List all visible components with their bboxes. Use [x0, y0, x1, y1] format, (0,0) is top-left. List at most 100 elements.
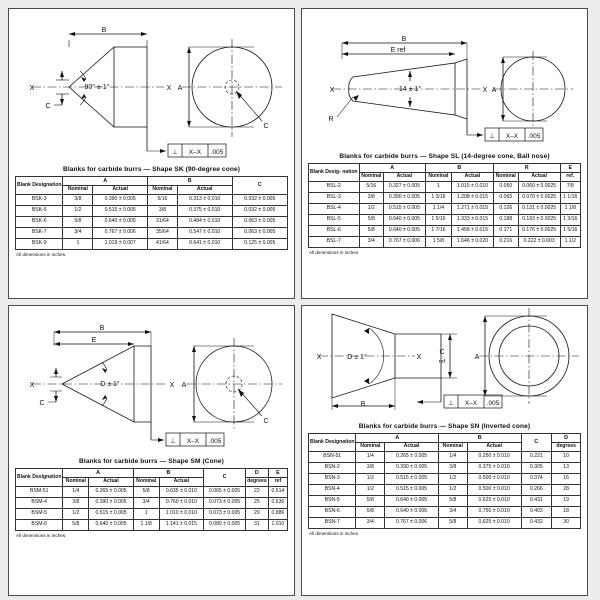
cell-a-actual: 0.515 ± 0.005 — [384, 484, 439, 497]
cell-b-nominal: 1/4 — [437, 451, 468, 464]
cell-e-ref: 0.886 — [267, 508, 289, 521]
cell-b-actual: 0.750 ± 0.010 — [466, 506, 522, 519]
cell-designation: BSM-6 — [14, 519, 64, 532]
cell-b-nominal: 3/8 — [437, 462, 468, 475]
fcf-symbol: ⊥ — [172, 149, 178, 156]
cell-a-actual: 0.640 ± 0.005 — [88, 519, 134, 532]
cell-c: 0.073 ± 0.005 — [203, 497, 246, 510]
dim-label-r: R — [328, 116, 333, 123]
cell-d-degrees: 18 — [551, 506, 581, 519]
cell-b-nominal: 3/4 — [132, 497, 160, 510]
cell-e-ref: 1 1/2 — [559, 236, 581, 249]
th-blank-designation: Blank Desig- nation — [308, 162, 360, 183]
cell-r-actual: 0.176 ± 0.0025 — [517, 225, 561, 238]
dim-label-c-ref: ref — [439, 359, 446, 365]
cell-a-actual: 0.390 ± 0.005 — [384, 462, 439, 475]
dim-label-a: A — [178, 85, 183, 92]
cell-a-nominal: 5/8 — [355, 495, 386, 508]
panel-caption-sm: Blanks for carbide burrs — Shape SM (Con… — [79, 458, 224, 465]
cell-a-nominal: 3/4 — [62, 227, 94, 240]
cell-b-actual: 0.635 ± 0.010 — [158, 486, 205, 499]
th-group-e: E — [267, 467, 289, 479]
cell-a-actual: 0.390 ± 0.005 — [383, 192, 426, 205]
table-wrap-sm: Blank Designation A B C D E Nominal Actu… — [9, 467, 294, 532]
th-group-c: C — [203, 467, 246, 488]
cell-r-nominal: 0.171 — [492, 225, 519, 238]
cell-a-actual: 0.390 ± 0.005 — [92, 194, 148, 207]
th-group-c: C — [231, 175, 289, 196]
th-a-nominal: Nominal — [358, 172, 385, 183]
cell-b-nominal: 1 1/4 — [424, 203, 453, 216]
axis-label-left: X — [330, 87, 335, 94]
cell-designation: BSK-7 — [14, 227, 64, 240]
cell-designation: BSN-2 — [307, 462, 357, 475]
th-group-b: B — [146, 175, 233, 187]
figure-shape-sn: B A C ref X X D ± 1° ⊥ — [302, 306, 587, 421]
cell-r-nominal: 0.216 — [492, 236, 519, 249]
cell-d-degrees: 19 — [551, 495, 581, 508]
drawing-sl: B E ref A R X X 14 ± 1° ⊥ — [328, 36, 573, 142]
th-b-nominal: Nominal — [146, 185, 178, 196]
fcf-tolerance: .005 — [211, 149, 224, 156]
th-r-nominal: Nominal — [492, 172, 519, 183]
cell-c: 0.403 — [520, 506, 553, 519]
figure-shape-sk: B A C X X 90° ± 1° C ⊥ — [9, 9, 294, 164]
cell-a-actual: 1.019 ± 0.007 — [92, 238, 148, 251]
cell-c: 0.305 — [520, 462, 553, 475]
drawing-sk: B A C X X 90° ± 1° C ⊥ — [30, 27, 282, 158]
cell-designation: BSN-6 — [307, 506, 357, 519]
th-group-b: B — [424, 162, 494, 174]
cell-a-actual: 0.515 ± 0.005 — [383, 203, 426, 216]
cell-r-actual: 0.131 ± 0.0025 — [517, 203, 561, 216]
cell-designation: BSN-51 — [307, 451, 357, 464]
cell-b-actual: 0.484 ± 0.010 — [176, 216, 233, 229]
cell-a-nominal: 1/2 — [62, 508, 90, 521]
fcf-datum: X–X — [189, 149, 202, 156]
cell-b-actual: 1.271 ± 0.015 — [451, 203, 494, 216]
drawing-sm: B E A C X X D ± 1° C — [30, 325, 282, 447]
cell-b-actual: 0.500 ± 0.010 — [466, 484, 522, 497]
cell-a-nominal: 5/8 — [358, 225, 385, 238]
fcf-tolerance: .005 — [209, 438, 222, 445]
th-b-nominal: Nominal — [424, 172, 453, 183]
fcf-symbol: ⊥ — [489, 133, 495, 140]
cell-r-nominal: 0.188 — [492, 214, 519, 227]
cell-e-ref: 1 1/16 — [559, 192, 581, 205]
cell-a-nominal: 5/8 — [62, 216, 94, 229]
th-a-actual: Actual — [88, 477, 134, 488]
cell-a-nominal: 5/8 — [355, 506, 386, 519]
th-b-actual: Actual — [158, 477, 205, 488]
th-b-nominal: Nominal — [132, 477, 160, 488]
cell-r-actual: 0.070 ± 0.0025 — [517, 192, 561, 205]
cell-a-actual: 0.640 ± 0.005 — [384, 506, 439, 519]
cell-d-degrees: 16 — [551, 473, 581, 486]
cell-designation: BSK-5 — [14, 205, 64, 218]
th-b-nominal: Nominal — [437, 442, 468, 453]
th-group-a: A — [62, 175, 148, 187]
th-a-actual: Actual — [384, 442, 439, 453]
cell-r-actual: 0.222 ± 0.003 — [517, 236, 561, 249]
angle-label: 90° ± 1° — [84, 83, 109, 91]
th-blank-designation: Blank Designation — [14, 175, 64, 196]
cell-b-nominal: 1 1/8 — [132, 519, 160, 532]
cell-b-actual: 0.375 ± 0.010 — [176, 205, 233, 218]
cell-a-nominal: 1 — [62, 238, 94, 251]
panel-shape-sl: B E ref A R X X 14 ± 1° ⊥ — [301, 8, 588, 299]
dim-label-e: E — [92, 337, 97, 344]
cell-b-actual: 0.625 ± 0.010 — [466, 495, 522, 508]
th-a-actual: Actual — [383, 172, 426, 183]
cell-a-nominal: 5/16 — [358, 181, 385, 194]
th-group-a: A — [358, 162, 426, 174]
cell-b-nominal: 35/64 — [146, 227, 178, 240]
cell-a-nominal: 1/4 — [355, 451, 386, 464]
cell-b-actual: 0.641 ± 0.010 — [176, 238, 233, 251]
cell-a-actual: 0.767 ± 0.006 — [384, 517, 439, 530]
